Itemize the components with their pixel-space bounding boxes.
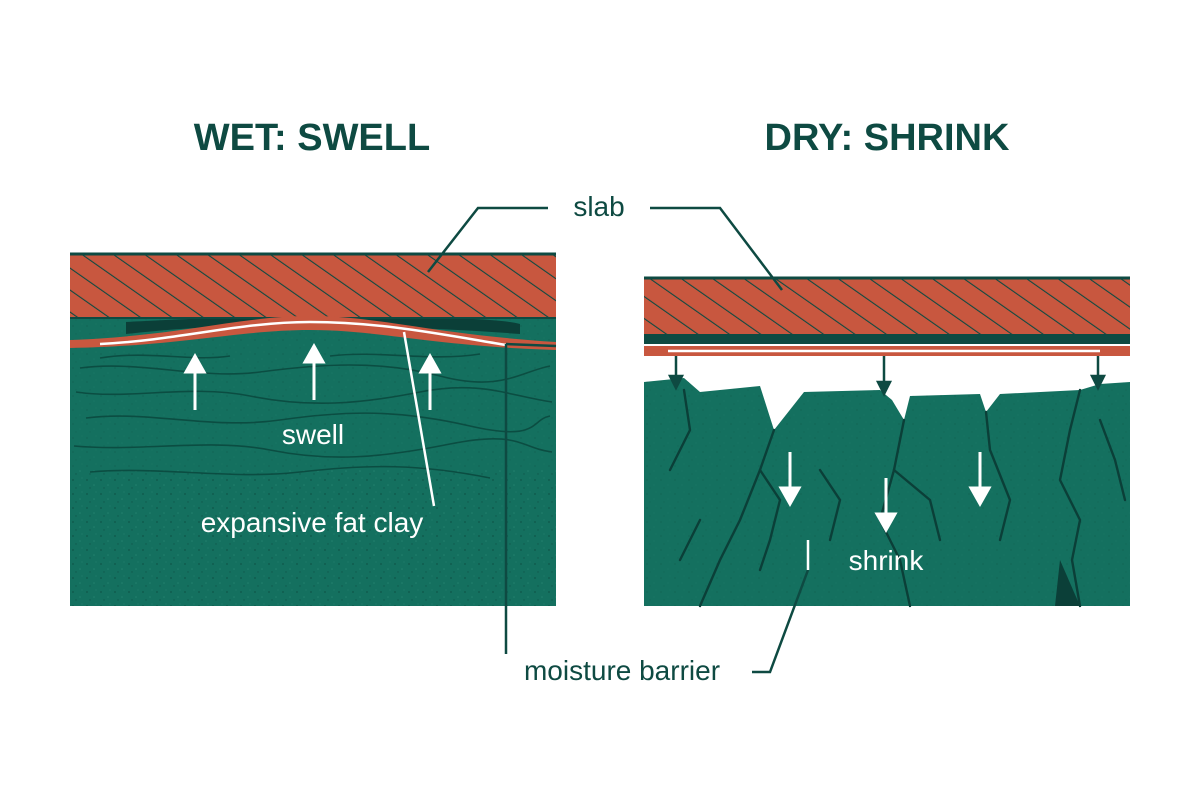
dry-panel-title: DRY: SHRINK <box>765 117 1010 159</box>
wet-slab <box>70 254 556 318</box>
gap-arrow-down-icon <box>667 374 685 391</box>
wet-panel-title: WET: SWELL <box>194 117 430 159</box>
swell-arrows <box>183 342 442 410</box>
dry-slab <box>644 278 1130 334</box>
barrier-leader-right <box>752 569 810 674</box>
swell-label: swell <box>282 419 344 450</box>
shrink-arrows <box>778 452 992 534</box>
gap-arrows <box>667 356 1107 397</box>
moisture-barrier-label: moisture barrier <box>524 655 720 686</box>
slab-leader-left <box>427 206 548 273</box>
slab-leader-right <box>650 206 783 291</box>
slab-label: slab <box>573 191 624 222</box>
clay-leader-line <box>402 331 436 507</box>
swell-arrow-up-icon <box>418 352 442 374</box>
dry-cracks <box>668 388 1127 608</box>
shrink-label: shrink <box>849 545 925 576</box>
shrink-arrow-down-icon <box>968 486 992 508</box>
gap-arrow-down-icon <box>1089 374 1107 391</box>
swell-arrow-up-icon <box>183 352 207 374</box>
wet-panel: swell expansive fat clay <box>70 252 556 606</box>
clay-label: expansive fat clay <box>201 507 424 538</box>
shrink-arrow-down-icon <box>778 486 802 508</box>
dry-panel: shrink <box>644 276 1130 608</box>
swell-arrow-up-icon <box>302 342 326 364</box>
wet-void <box>126 316 520 334</box>
shrink-arrow-down-icon <box>874 512 898 534</box>
gap-arrow-down-icon <box>875 380 893 397</box>
